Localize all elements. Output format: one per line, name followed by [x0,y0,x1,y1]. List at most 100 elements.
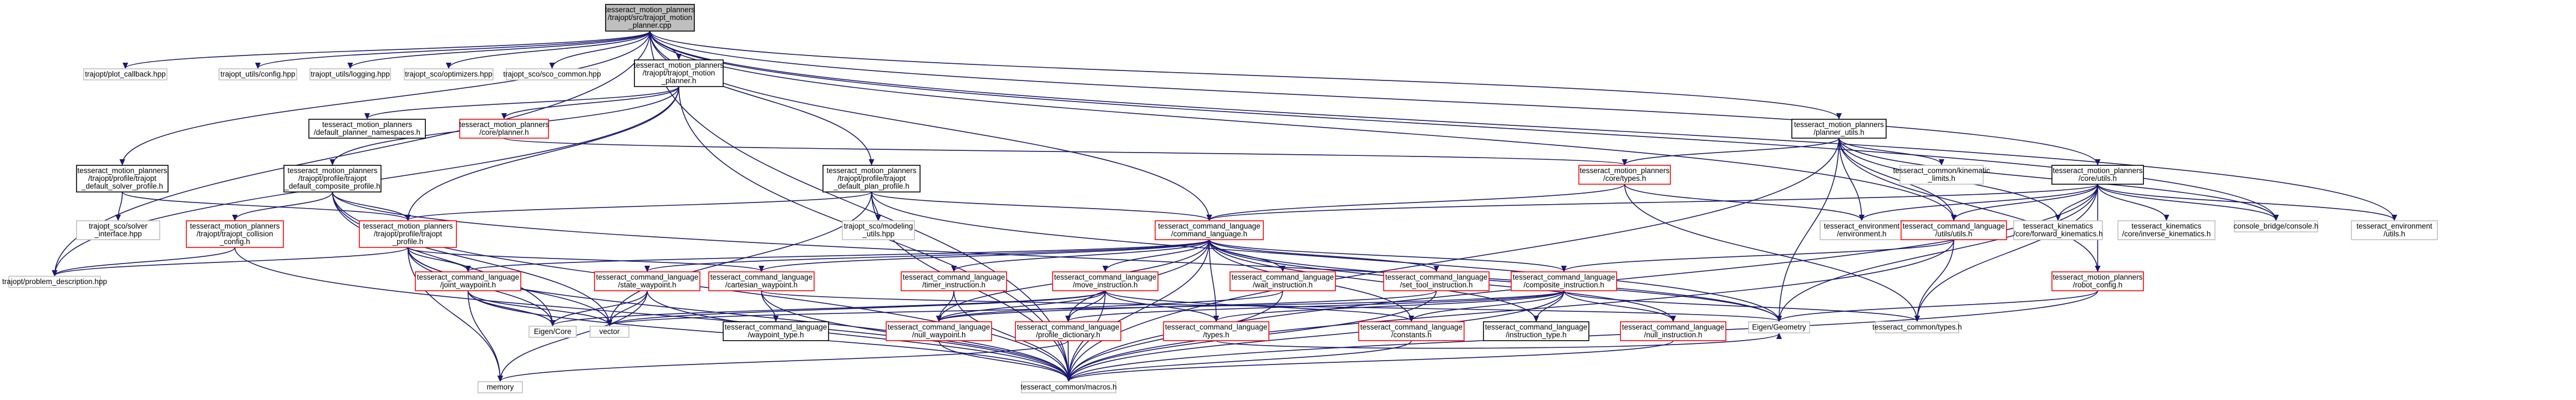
include-edge-trajopt_collision_config-to-common_macros [234,247,1069,381]
node-null-waypoint[interactable]: tesseract_command_language/null_waypoint… [886,321,992,341]
node-box [1875,321,1959,333]
node-box [1901,220,2007,240]
node-box [2013,220,2103,240]
include-edge-core_utils-to-common_types [1917,184,2099,321]
node-label-line: /core/utils.h [2079,174,2117,183]
node-sco-optimizers[interactable]: trajopt_sco/optimizers.hpp [404,68,494,80]
node-box [1163,321,1269,341]
node-box [76,165,169,193]
node-forward-kinematics[interactable]: tesseract_kinematics/core/forward_kinema… [2013,220,2103,240]
node-cl-types[interactable]: tesseract_command_language/types.h [1163,321,1269,341]
node-label-line: tesseract_command_language [1054,273,1157,281]
node-cl-utils[interactable]: tesseract_command_language/utils/utils.h [1901,220,2007,240]
node-label-line: tesseract_command_language [1485,323,1588,331]
node-sco-common[interactable]: trajopt_sco/sco_common.hpp [503,68,601,80]
node-kinematic-limits[interactable]: tesseract_common/kinematic_limits.h [1893,165,1990,185]
node-default-solver-profile[interactable]: tesseract_motion_planners/trajopt/profil… [76,165,169,193]
include-edge-default_solver_profile-to-sco_solver_interface [118,191,123,220]
node-label-line: _default_plan_profile.h [833,182,910,190]
node-trajopt-collision-config[interactable]: tesseract_motion_planners/trajopt/trajop… [186,220,284,248]
node-core-planner[interactable]: tesseract_motion_planners/core/planner.h [459,119,549,139]
node-label-line: /core/inverse_kinematics.h [2122,230,2211,238]
include-edge-core_utils-to-console_bridge [2097,184,2277,220]
node-label-line: tesseract_common/types.h [1872,323,1962,331]
node-label-line: /cartesian_waypoint.h [725,281,798,289]
node-default-composite-profile[interactable]: tesseract_motion_planners/trajopt/profil… [283,165,382,193]
node-box [186,220,284,248]
node-robot-config[interactable]: tesseract_motion_planners/robot_config.h [2051,271,2144,291]
include-edge-composite_instruction-to-constants [1411,290,1564,321]
node-box [83,68,167,80]
node-common-types[interactable]: tesseract_common/types.h [1872,321,1962,333]
node-default-plan-profile[interactable]: tesseract_motion_planners/trajopt/profil… [822,165,921,193]
node-box [76,220,160,240]
node-profile-dictionary[interactable]: tesseract_command_language/profile_dicti… [1015,321,1121,341]
node-label-line: tesseract_command_language [710,273,813,281]
node-instruction-type[interactable]: tesseract_command_language/instruction_t… [1483,321,1589,341]
node-core-utils[interactable]: tesseract_motion_planners/core/utils.h [2051,165,2144,185]
node-null-instruction[interactable]: tesseract_command_language/null_instruct… [1620,321,1726,341]
include-edge-planner_utils-to-cl_utils [1838,138,1954,220]
node-cartesian-waypoint[interactable]: tesseract_command_language/cartesian_way… [708,271,815,291]
node-wait-instruction[interactable]: tesseract_command_language/wait_instruct… [1229,271,1336,291]
node-utils-logging[interactable]: trajopt_utils/logging.hpp [309,68,391,80]
node-box [1620,321,1726,341]
node-box [308,119,426,139]
node-eigen-geometry[interactable]: Eigen/Geometry [1748,321,1810,333]
include-edge-joint_waypoint-to-vector [468,290,609,326]
node-inverse-kinematics[interactable]: tesseract_kinematics/core/inverse_kinema… [2117,220,2216,240]
node-label-line: tesseract_command_language [1385,273,1488,281]
node-default-planner-namespaces[interactable]: tesseract_motion_planners/default_planne… [308,119,426,139]
node-label-line: tesseract_motion_planners [287,166,377,175]
include-edge-command_language-to-instruction_type [1208,239,1537,321]
node-plot-callback[interactable]: trajopt/plot_callback.hpp [83,68,167,80]
node-constants[interactable]: tesseract_command_language/constants.h [1358,321,1465,341]
node-problem-description[interactable]: trajopt/problem_description.hpp [2,276,107,288]
node-label-line: tesseract_command_language [1165,323,1268,331]
node-box [529,326,577,338]
include-edge-composite_instruction-to-common_types [1563,290,1917,321]
node-vector[interactable]: vector [590,326,629,338]
node-eigen-core[interactable]: Eigen/Core [529,326,577,338]
node-composite-instruction[interactable]: tesseract_command_language/composite_ins… [1511,271,1617,291]
node-utils-config[interactable]: trajopt_utils/config.hpp [219,68,297,80]
node-sco-solver-interface[interactable]: trajopt_sco/solver_interface.hpp [76,220,160,240]
node-set-tool-instruction[interactable]: tesseract_command_language/set_tool_inst… [1383,271,1490,291]
include-edge-planner_utils-to-core_types [1625,138,1840,165]
node-timer-instruction[interactable]: tesseract_command_language/timer_instruc… [901,271,1007,291]
include-edge-command_language-to-timer_instruction [954,239,1210,271]
include-edge-root-to-sco_optimizers [449,31,651,68]
node-label-line: /null_waypoint.h [912,331,966,339]
node-label-line: Eigen/Geometry [1752,323,1806,331]
include-edge-trajopt_motion_planner_h-to-core_planner [504,86,679,119]
node-core-types[interactable]: tesseract_motion_planners/core/types.h [1578,165,1671,185]
node-planner-utils[interactable]: tesseract_motion_planners/planner_utils.… [1791,119,1887,139]
node-state-waypoint[interactable]: tesseract_command_language/state_waypoin… [594,271,700,291]
node-environment[interactable]: tesseract_environment/environment.h [1820,220,1904,240]
node-box [283,165,382,193]
node-trajopt-profile[interactable]: tesseract_motion_planners/trajopt/profil… [359,220,457,248]
node-trajopt-motion-planner-h[interactable]: tesseract_motion_planners/trajopt/trajop… [634,59,724,87]
include-edge-core_planner-to-core_types [504,138,1625,165]
node-label-line: tesseract_command_language [1360,323,1463,331]
node-joint-waypoint[interactable]: tesseract_command_language/joint_waypoin… [415,271,521,291]
node-move-instruction[interactable]: tesseract_command_language/move_instruct… [1052,271,1159,291]
node-console-bridge[interactable]: console_bridge/console.h [2233,220,2319,232]
node-common-macros[interactable]: tesseract_common/macros.h [1020,381,1117,393]
node-sco-modeling-utils[interactable]: trajopt_sco/modeling_utils.hpp [842,220,915,240]
node-label-line: tesseract_motion_planners [2052,166,2142,175]
node-label-line: _config.h [219,237,250,246]
node-box [309,68,391,80]
node-env-utils[interactable]: tesseract_environment/utils.h [2351,220,2438,240]
node-waypoint-type[interactable]: tesseract_command_language/waypoint_type… [723,321,829,341]
node-box [2051,165,2144,185]
node-box [2117,220,2216,240]
include-edge-root-to-core_utils [649,31,2098,165]
include-edge-root-to-default_solver_profile [123,31,651,165]
node-memory[interactable]: memory [477,381,523,393]
node-root: tesseract_motion_planners/trajopt/src/tr… [605,4,695,32]
node-label-line: trajopt_sco/sco_common.hpp [503,70,601,78]
include-edge-root-to-env_utils [649,31,2395,220]
node-command-language[interactable]: tesseract_command_language/command_langu… [1155,220,1264,240]
node-box [1229,271,1336,291]
